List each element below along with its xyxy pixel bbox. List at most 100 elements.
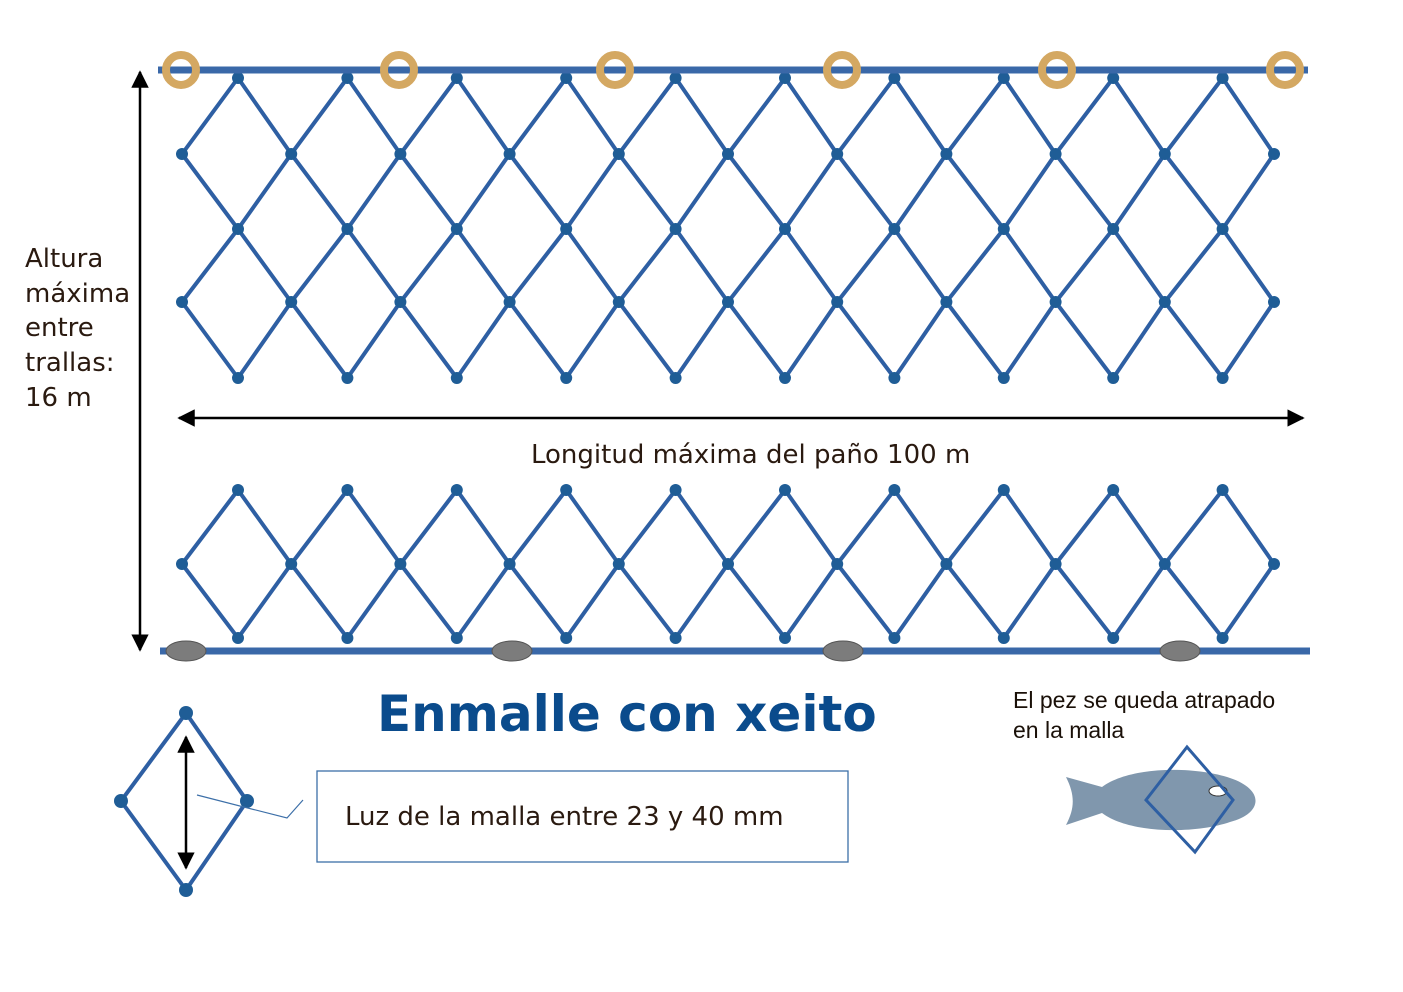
mesh-strand — [345, 76, 403, 156]
mesh-strand — [1053, 562, 1116, 640]
mesh-strand — [507, 300, 569, 380]
mesh-strand — [507, 152, 569, 231]
mesh-strand — [398, 562, 459, 640]
sinker-weight — [822, 640, 864, 662]
net-knot — [1268, 148, 1280, 160]
height-label-line-2: máxima — [25, 279, 130, 309]
mesh-strand — [180, 300, 240, 380]
mesh-strand — [673, 488, 730, 566]
mesh-strand — [454, 76, 512, 156]
net-knot — [779, 372, 791, 384]
net-knot — [560, 372, 573, 384]
mesh-strand — [783, 488, 840, 566]
net-knot — [341, 223, 354, 235]
net-knot — [1107, 372, 1120, 384]
net-knot — [560, 72, 573, 84]
mesh-knot-left — [114, 794, 128, 808]
mesh-strand — [180, 76, 240, 156]
fish-icon — [1066, 769, 1256, 831]
float-ring — [823, 51, 861, 89]
net-knot — [503, 148, 516, 160]
fish-mesh-diamond — [1144, 744, 1235, 855]
mesh-strand — [616, 488, 678, 566]
mesh-strand — [1162, 488, 1225, 566]
net-knot — [997, 484, 1010, 496]
net-knot — [1216, 372, 1229, 384]
sinker-weight — [165, 640, 207, 662]
net-knot — [722, 296, 734, 308]
net-knot — [997, 372, 1010, 384]
mesh-strand — [1162, 562, 1225, 640]
mesh-strand — [944, 76, 1006, 156]
net-knot — [1216, 484, 1229, 496]
net-knot — [831, 558, 844, 570]
mesh-strand — [892, 227, 949, 304]
net-knot — [1049, 558, 1062, 570]
net-knot — [394, 296, 407, 308]
mesh-strand — [507, 562, 569, 640]
net-knot — [503, 296, 516, 308]
net-knot — [341, 72, 354, 84]
mesh-strand — [236, 76, 294, 156]
mesh-strand — [507, 488, 569, 566]
mesh-label: Luz de la malla entre 23 y 40 mm — [345, 802, 784, 832]
sinkers — [165, 640, 1201, 662]
net-knot — [1107, 72, 1120, 84]
mesh-strand — [835, 76, 897, 156]
mesh-strand — [835, 152, 897, 231]
mesh-strand — [1001, 152, 1058, 231]
mesh-strand — [1220, 76, 1276, 156]
net-knot — [560, 223, 573, 235]
mesh-strand — [1162, 152, 1225, 231]
mesh-strand — [835, 488, 897, 566]
mesh-strand — [944, 300, 1006, 380]
mesh-strand — [1001, 562, 1058, 640]
mesh-strand — [180, 488, 240, 566]
net-knot — [394, 558, 407, 570]
mesh-strand — [454, 152, 512, 231]
mesh-strand — [1220, 300, 1276, 380]
mesh-strand — [345, 562, 403, 640]
net-knot — [341, 632, 354, 644]
net-knot — [450, 372, 463, 384]
mesh-strand — [180, 152, 240, 231]
net-knot — [669, 632, 682, 644]
mesh-strand — [1001, 488, 1058, 566]
mesh-strand — [564, 76, 621, 156]
net-knot — [1107, 223, 1120, 235]
net-knot — [779, 72, 791, 84]
net-knot — [888, 632, 901, 644]
mesh-strand — [454, 562, 512, 640]
mesh-strand — [616, 227, 678, 304]
net-knot — [285, 296, 298, 308]
net-knot — [940, 558, 953, 570]
mesh-strand — [1111, 227, 1167, 304]
net-knot — [1216, 632, 1229, 644]
mesh-strand — [454, 227, 512, 304]
net-knot — [1158, 558, 1171, 570]
mesh-strand — [289, 562, 350, 640]
mesh-strand — [1001, 300, 1058, 380]
mesh-strand — [398, 227, 459, 304]
mesh-strand — [1053, 152, 1116, 231]
net-knot — [450, 632, 463, 644]
net-knot — [669, 223, 682, 235]
mesh-strand — [1220, 152, 1276, 231]
mesh-strand — [1053, 488, 1116, 566]
net-knot — [341, 484, 354, 496]
mesh-strand — [1111, 562, 1167, 640]
mesh-strand — [289, 76, 350, 156]
mesh-strand — [398, 152, 459, 231]
mesh-strand — [1111, 152, 1167, 231]
mesh-strand — [892, 76, 949, 156]
length-label: Longitud máxima del paño 100 m — [531, 440, 970, 470]
mesh-strand — [1220, 227, 1276, 304]
net-upper-section — [176, 72, 1280, 384]
net-knot — [612, 558, 625, 570]
mesh-strand — [236, 488, 294, 566]
net-knot — [1216, 223, 1229, 235]
mesh-strand — [616, 152, 678, 231]
float-ring — [1266, 51, 1304, 89]
mesh-strand — [564, 227, 621, 304]
